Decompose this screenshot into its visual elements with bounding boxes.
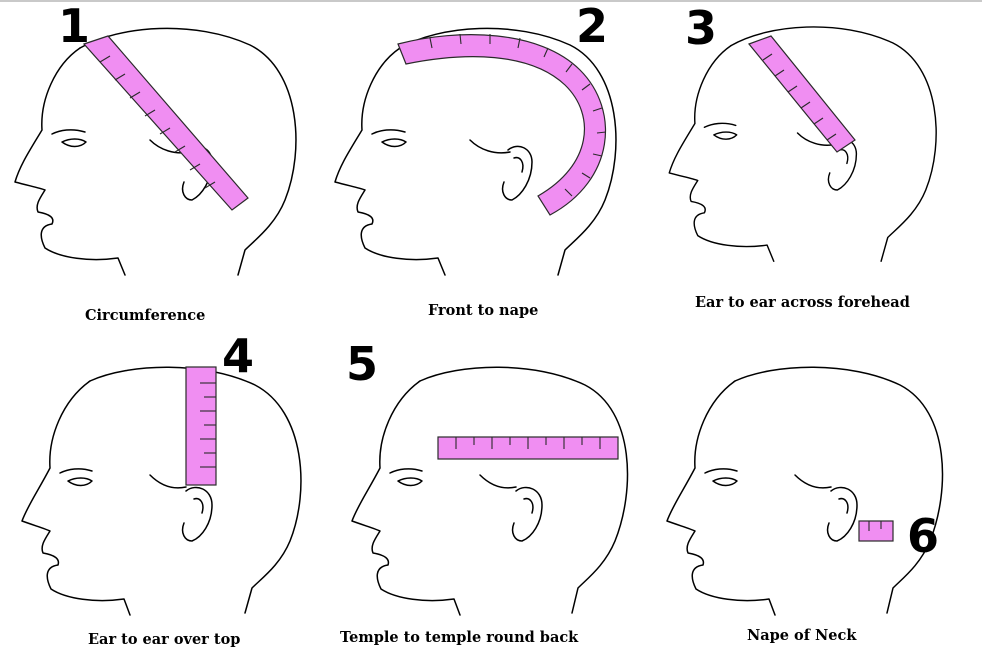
step-caption: Ear to ear over top — [88, 631, 241, 648]
step-caption: Front to nape — [428, 302, 539, 319]
head-diagram — [334, 27, 617, 276]
panel-front-to-nape: 2 Front to nape — [320, 0, 647, 333]
step-number: 5 — [346, 337, 379, 391]
head-outline — [14, 27, 297, 276]
step-number: 6 — [907, 509, 940, 563]
head-outline — [21, 366, 302, 616]
measuring-tape — [858, 520, 894, 542]
head-diagram — [21, 366, 302, 616]
step-caption: Ear to ear across forehead — [695, 294, 910, 311]
measuring-tape — [397, 33, 607, 216]
step-number: 4 — [222, 329, 255, 383]
step-caption: Nape of Neck — [747, 627, 857, 644]
panel-ear-to-ear-over-top: 4 Ear to ear over top — [0, 333, 327, 666]
head-outline — [666, 366, 944, 616]
head-outline — [668, 26, 937, 262]
measuring-tape — [185, 366, 217, 486]
measuring-tape — [437, 436, 619, 460]
head-diagram — [666, 366, 944, 616]
head-outline — [351, 366, 629, 616]
panel-ear-to-ear-forehead: 3 Ear to ear across forehead — [655, 0, 982, 333]
step-number: 3 — [685, 1, 718, 55]
panel-temple-to-temple: 5 Temple to temple round back — [320, 333, 647, 666]
head-diagram — [351, 366, 629, 616]
head-diagram — [14, 27, 297, 276]
measuring-tape — [82, 35, 249, 211]
panel-nape-of-neck: 6 Nape of Neck — [655, 333, 982, 666]
step-number: 2 — [576, 0, 609, 53]
step-caption: Temple to temple round back — [340, 629, 579, 646]
top-border — [0, 0, 982, 2]
step-number: 1 — [58, 0, 91, 53]
step-caption: Circumference — [85, 307, 206, 324]
head-outline — [334, 27, 617, 276]
measuring-tape — [748, 35, 856, 153]
panel-circumference: 1 Circumference — [0, 0, 327, 333]
head-diagram — [668, 26, 937, 262]
